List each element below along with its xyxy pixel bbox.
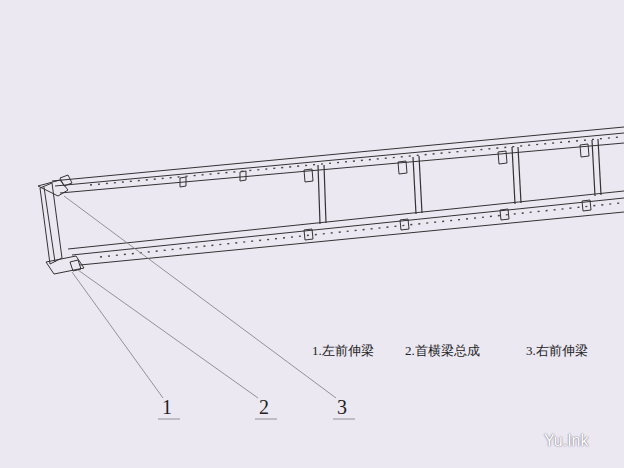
callout-number: 3 [337, 396, 347, 419]
part-name: 1.左前伸梁 [312, 342, 374, 360]
part-name: 3.右前伸梁 [526, 342, 588, 360]
watermark: Yu.Ink [544, 432, 588, 450]
part-name: 2.首横梁总成 [405, 342, 480, 360]
callout-number: 2 [259, 396, 269, 419]
callout-number: 1 [162, 396, 172, 419]
